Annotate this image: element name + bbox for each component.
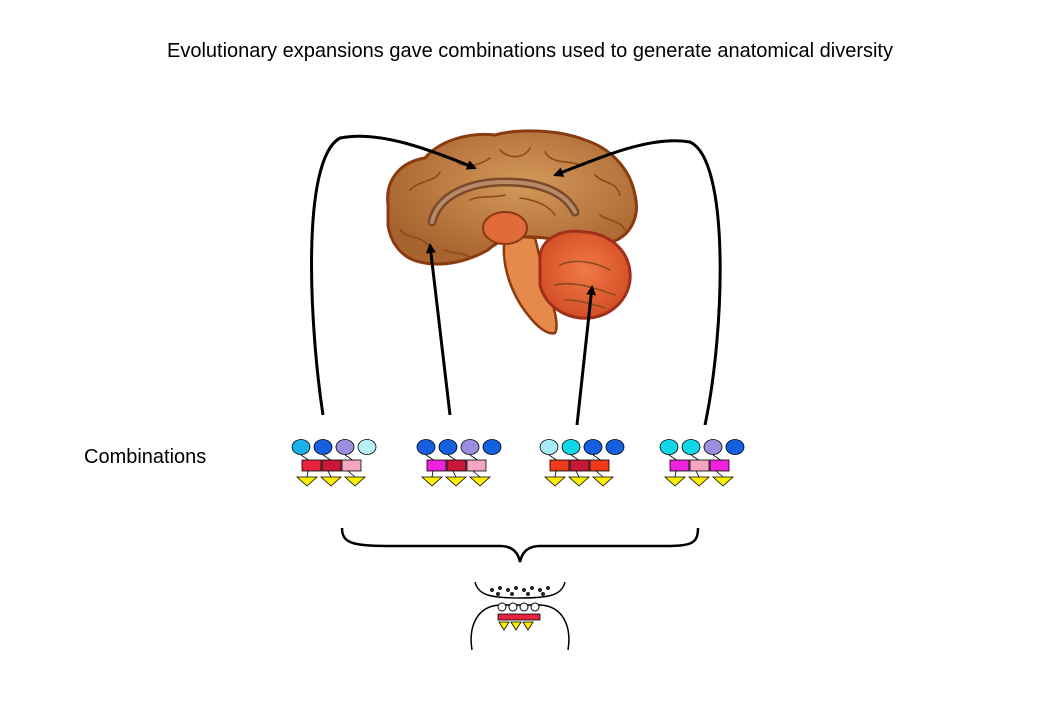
combination-circle	[583, 439, 603, 455]
combination-triangle	[567, 476, 591, 487]
combination-circle	[357, 439, 377, 455]
combination-rect	[569, 459, 590, 472]
connector-line	[347, 470, 356, 478]
combination-circle	[605, 439, 625, 455]
combination-triangle	[343, 476, 367, 487]
combination-triangle	[444, 476, 468, 487]
combination-circle	[291, 439, 311, 455]
combination-rect	[689, 459, 710, 472]
connector-line	[695, 470, 700, 478]
combination-rect	[589, 459, 610, 472]
presynaptic-terminal	[474, 581, 566, 599]
combination-circle	[539, 439, 559, 455]
combination-rect	[446, 459, 467, 472]
combination-triangle	[687, 476, 711, 487]
cerebellum	[538, 229, 632, 320]
combination-triangle	[711, 476, 735, 487]
combination-rect	[301, 459, 322, 472]
combination-rect	[709, 459, 730, 472]
combination-group-3	[539, 439, 625, 487]
connector-line	[575, 470, 580, 478]
vesicles	[490, 586, 550, 596]
synapse-receptors	[497, 602, 541, 631]
connector-line	[452, 470, 457, 478]
thalamus	[482, 211, 528, 245]
combination-group-1	[291, 439, 377, 487]
combination-triangle	[468, 476, 492, 487]
combination-triangle	[663, 476, 687, 487]
combination-circle	[335, 439, 355, 455]
connector-line	[595, 470, 604, 478]
combination-rect	[341, 459, 362, 472]
arrows	[310, 134, 722, 426]
combination-triangle	[295, 476, 319, 487]
combination-circle	[482, 439, 502, 455]
connector-line	[674, 470, 677, 478]
combinations-label: Combinations	[84, 446, 207, 468]
arrow-1	[310, 134, 477, 416]
arrow-4	[553, 139, 722, 426]
combination-circle	[725, 439, 745, 455]
combination-rect	[466, 459, 487, 472]
combination-circle	[681, 439, 701, 455]
combination-group-4	[659, 439, 745, 487]
combination-circle	[313, 439, 333, 455]
connector-line	[715, 470, 724, 478]
arrow-3	[575, 285, 597, 426]
synapse-illustration	[470, 581, 570, 651]
combination-triangle	[543, 476, 567, 487]
brain-illustration	[386, 129, 638, 335]
combination-circle	[703, 439, 723, 455]
combination-triangle	[319, 476, 343, 487]
connector-line	[554, 470, 557, 478]
combination-circle	[659, 439, 679, 455]
combination-groups	[291, 439, 745, 487]
curly-brace	[340, 527, 700, 563]
connector-line	[472, 470, 481, 478]
postsynaptic-membrane	[470, 604, 570, 651]
combination-triangle	[591, 476, 615, 487]
combination-rect	[549, 459, 570, 472]
combination-circle	[438, 439, 458, 455]
combination-triangle	[420, 476, 444, 487]
combination-circle	[416, 439, 436, 455]
combination-circle	[561, 439, 581, 455]
combination-circle	[460, 439, 480, 455]
combination-rect	[669, 459, 690, 472]
combination-group-2	[416, 439, 502, 487]
connector-line	[431, 470, 434, 478]
diagram-title: Evolutionary expansions gave combination…	[167, 40, 893, 62]
combination-rect	[426, 459, 447, 472]
combination-rect	[321, 459, 342, 472]
connector-line	[327, 470, 332, 478]
connector-line	[306, 470, 309, 478]
arrow-2	[425, 243, 452, 416]
